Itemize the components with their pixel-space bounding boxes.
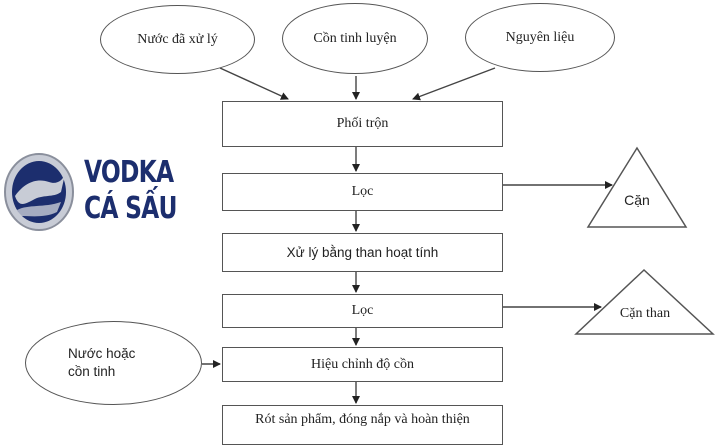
step-filter-2: Lọc: [222, 294, 503, 328]
input-ingredients-label: Nguyên liệu: [505, 29, 575, 45]
step-activated-carbon: Xử lý bằng than hoạt tính: [222, 233, 503, 272]
step-label: Lọc: [351, 184, 374, 199]
step-bottling: Rót sản phẩm, đóng nắp và hoàn thiện: [222, 405, 503, 445]
input-alcohol-label: Cồn tinh luyện: [313, 30, 397, 46]
step-label: Rót sản phẩm, đóng nắp và hoàn thiện: [255, 412, 470, 427]
input-water-label: Nước đã xử lý: [137, 31, 218, 47]
brand-name-line1: VODKA: [84, 155, 174, 190]
residue-label: Cặn: [624, 192, 650, 208]
flow-connectors: [202, 67, 715, 404]
step-adjust-alcohol: Hiệu chỉnh độ cồn: [222, 347, 503, 382]
step-mixing: Phối trộn: [222, 101, 503, 147]
step-label: Phối trộn: [336, 116, 389, 131]
carbon-residue-label: Cặn than: [619, 306, 671, 321]
carbon-residue-triangle: [574, 268, 715, 335]
input-ingredients: Nguyên liệu: [465, 3, 615, 72]
input-water-or-alcohol-label: Nước hoặc cồn tinh: [68, 346, 136, 379]
residue-triangle: [586, 146, 688, 228]
step-label: Xử lý bằng than hoạt tính: [286, 245, 439, 260]
step-filter-1: Lọc: [222, 173, 503, 211]
step-label: Hiệu chỉnh độ cồn: [310, 356, 415, 372]
brand-logo-icon: [4, 153, 74, 231]
input-alcohol: Cồn tinh luyện: [282, 3, 428, 74]
step-label: Lọc: [351, 303, 374, 318]
input-water-or-alcohol: Nước hoặc cồn tinh: [25, 321, 202, 405]
brand-name-line2: CÁ SẤU: [84, 191, 178, 226]
input-water: Nước đã xử lý: [100, 5, 255, 74]
